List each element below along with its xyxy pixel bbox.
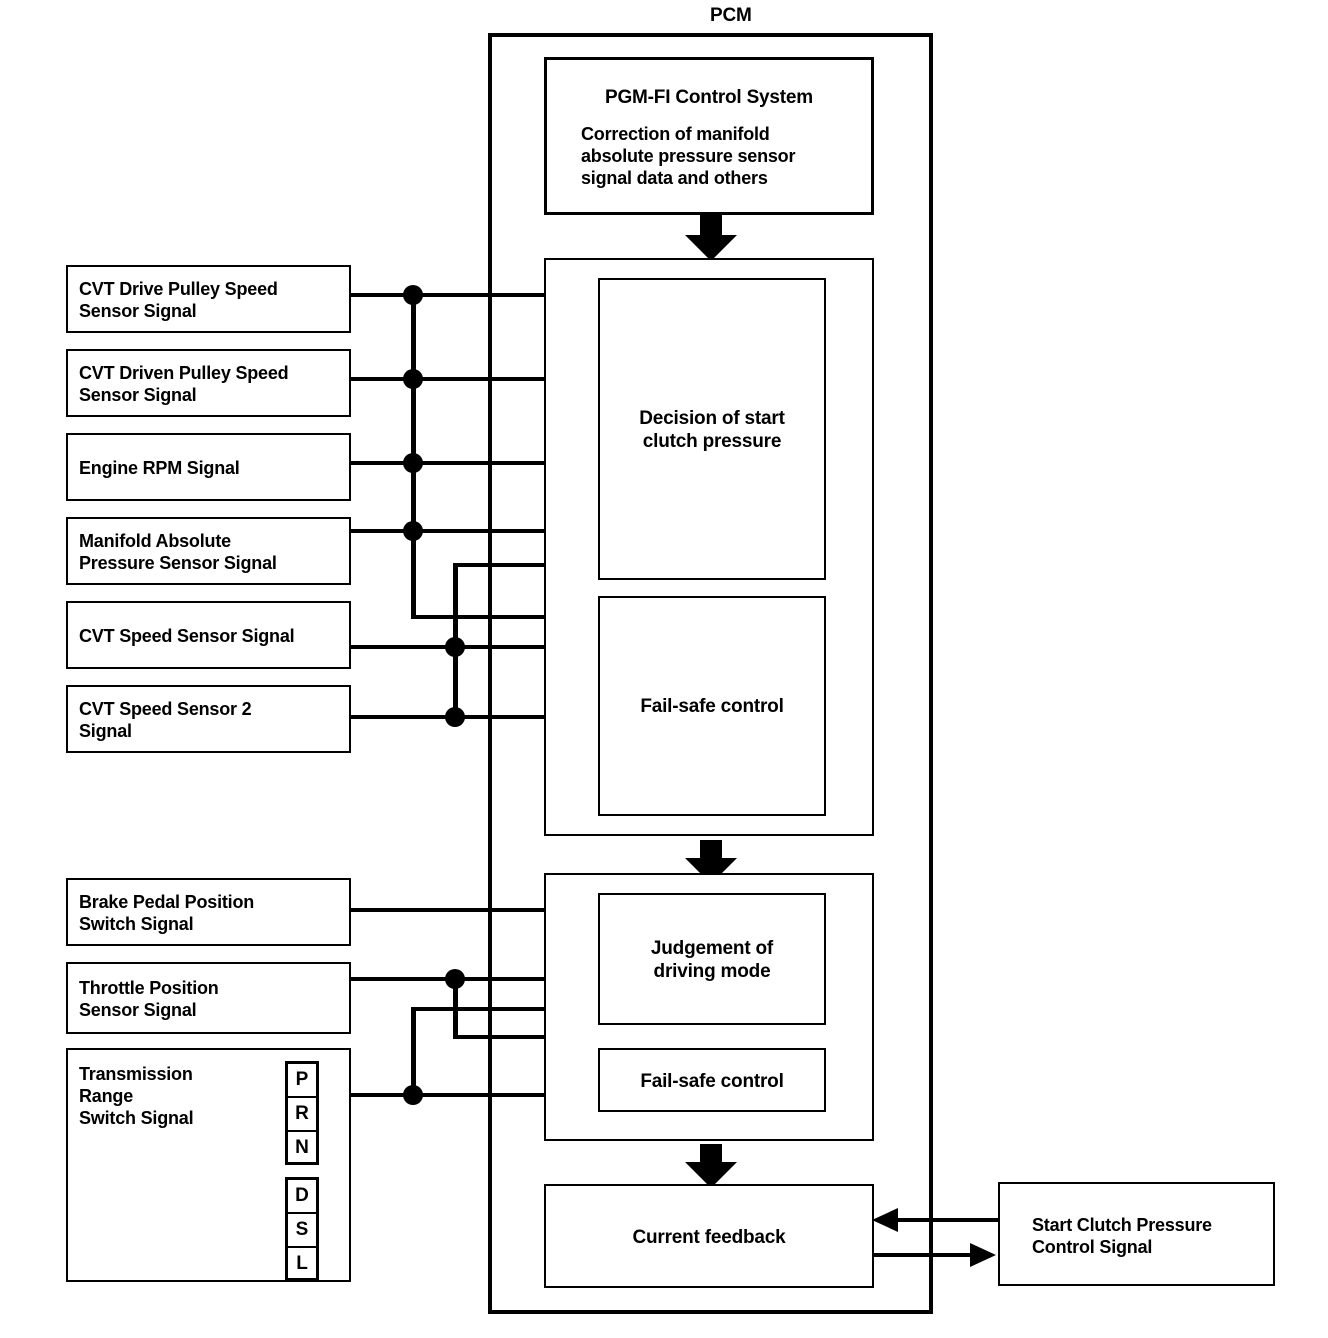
wire-throttle-branch-horizontal (453, 1035, 573, 1039)
input-box-cvt-speed-sensor-2: CVT Speed Sensor 2 Signal (66, 685, 351, 753)
input-label: Transmission Range Switch Signal (79, 1064, 194, 1128)
junction-dot-engine-rpm (403, 453, 423, 473)
input-label: Manifold Absolute Pressure Sensor Signal (79, 531, 277, 573)
wire-driven-pulley-horizontal (351, 377, 573, 381)
gear-cell-r[interactable]: R (288, 1098, 316, 1132)
flow-arrow-pgmfi-to-group1 (685, 215, 737, 261)
wire-manifold-pressure-horizontal (351, 529, 573, 533)
wire-transmission-branch-horizontal (411, 1007, 573, 1011)
input-box-cvt-speed-sensor: CVT Speed Sensor Signal (66, 601, 351, 669)
input-label: CVT Speed Sensor 2 Signal (79, 699, 252, 741)
block-label: Decision of start clutch pressure (639, 408, 785, 453)
input-box-throttle-position: Throttle Position Sensor Signal (66, 962, 351, 1034)
wire-transmission-range-horizontal (351, 1093, 573, 1097)
gear-selector-group-prn[interactable]: P R N (285, 1061, 319, 1165)
wire-control-signal-to-feedback (898, 1218, 998, 1222)
gear-cell-d[interactable]: D (288, 1180, 316, 1214)
arrowhead-into-control-signal (970, 1243, 996, 1267)
flow-arrow-group1-to-group2 (685, 840, 737, 884)
input-label: Brake Pedal Position Switch Signal (79, 892, 255, 934)
input-label: CVT Speed Sensor Signal (79, 626, 295, 646)
junction-dot-throttle-position (445, 969, 465, 989)
wire-transmission-branch-vertical (411, 1007, 416, 1097)
junction-dot-cvt-speed (445, 637, 465, 657)
pcm-title: PCM (710, 5, 752, 26)
pcm-boundary-box (488, 33, 933, 1314)
input-box-brake-pedal-position: Brake Pedal Position Switch Signal (66, 878, 351, 946)
block-start-clutch-pressure-control-signal: Start Clutch Pressure Control Signal (998, 1182, 1275, 1286)
input-label: CVT Driven Pulley Speed Sensor Signal (79, 363, 289, 405)
input-label: Engine RPM Signal (79, 458, 240, 478)
block-current-feedback: Current feedback (544, 1184, 874, 1288)
pgmfi-body: Correction of manifold absolute pressure… (581, 124, 796, 188)
wire-brake-pedal-horizontal (351, 908, 573, 912)
block-decision-of-start-clutch-pressure: Decision of start clutch pressure (598, 278, 826, 580)
input-box-manifold-absolute-pressure: Manifold Absolute Pressure Sensor Signal (66, 517, 351, 585)
junction-dot-driven-pulley (403, 369, 423, 389)
wire-main-bus-turn-horizontal (411, 615, 573, 619)
junction-dot-drive-pulley (403, 285, 423, 305)
wire-drive-pulley-horizontal (351, 293, 573, 297)
input-label: CVT Drive Pulley Speed Sensor Signal (79, 279, 278, 321)
block-label: Start Clutch Pressure Control Signal (1032, 1215, 1212, 1257)
block-label: Judgement of driving mode (650, 938, 774, 983)
gear-cell-l[interactable]: L (296, 1253, 308, 1274)
input-label: Throttle Position Sensor Signal (79, 978, 219, 1020)
gear-selector-group-dsl[interactable]: D S L (285, 1177, 319, 1281)
wire-secondary-bus-turn-horizontal (453, 563, 573, 567)
gear-cell-p[interactable]: P (288, 1064, 316, 1098)
junction-dot-manifold-pressure (403, 521, 423, 541)
input-box-cvt-drive-pulley-speed: CVT Drive Pulley Speed Sensor Signal (66, 265, 351, 333)
input-box-cvt-driven-pulley-speed: CVT Driven Pulley Speed Sensor Signal (66, 349, 351, 417)
block-label: Fail-safe control (640, 696, 784, 717)
junction-dot-cvt-speed-2 (445, 707, 465, 727)
block-failsafe-control-2: Fail-safe control (598, 1048, 826, 1112)
wire-engine-rpm-horizontal (351, 461, 573, 465)
pgmfi-heading: PGM-FI Control System (605, 87, 813, 108)
arrowhead-into-current-feedback (872, 1208, 898, 1232)
block-judgement-of-driving-mode: Judgement of driving mode (598, 893, 826, 1025)
input-box-engine-rpm: Engine RPM Signal (66, 433, 351, 501)
pgmfi-control-system-box: PGM-FI Control System Correction of mani… (544, 57, 874, 215)
gear-cell-s[interactable]: S (288, 1214, 316, 1248)
block-label: Current feedback (632, 1227, 786, 1248)
input-box-transmission-range-switch: Transmission Range Switch Signal P R N D… (66, 1048, 351, 1282)
block-label: Fail-safe control (640, 1071, 784, 1092)
block-failsafe-control-1: Fail-safe control (598, 596, 826, 816)
gear-cell-n[interactable]: N (295, 1137, 309, 1158)
wire-feedback-to-control-signal (874, 1253, 972, 1257)
junction-dot-transmission-range (403, 1085, 423, 1105)
flow-arrow-group2-to-feedback (685, 1144, 737, 1188)
